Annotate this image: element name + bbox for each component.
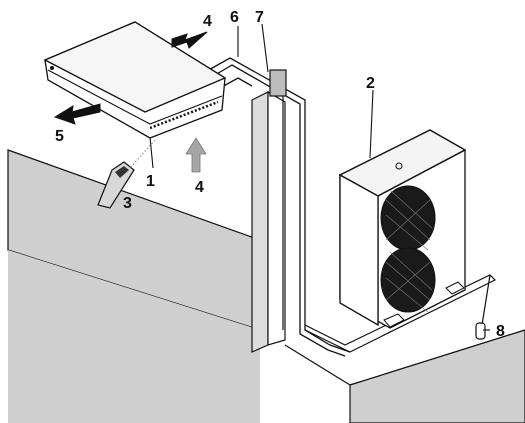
label-drain-plug: 8 xyxy=(496,323,505,340)
indoor-unit-sensor xyxy=(50,66,54,70)
label-air-outlet: 5 xyxy=(55,128,64,145)
fan-grille-bottom xyxy=(381,248,435,312)
arrow-intake-top xyxy=(172,32,207,48)
wiring-duct xyxy=(270,70,286,96)
outdoor-unit-side xyxy=(340,175,378,325)
label-air-intake-top: 4 xyxy=(203,13,212,30)
label-wiring-duct: 7 xyxy=(255,9,264,26)
label-remote-control: 3 xyxy=(123,195,132,212)
arrow-outlet xyxy=(55,104,100,124)
label-outdoor-unit: 2 xyxy=(366,75,375,92)
drain-plug xyxy=(476,323,485,339)
arrow-intake-front xyxy=(186,138,206,172)
label-indoor-unit: 1 xyxy=(146,173,155,190)
wall-column xyxy=(252,92,268,352)
fan-grille-top xyxy=(381,186,435,250)
label-air-intake-front: 4 xyxy=(195,179,204,196)
label-refrigerant-piping: 6 xyxy=(230,9,239,26)
